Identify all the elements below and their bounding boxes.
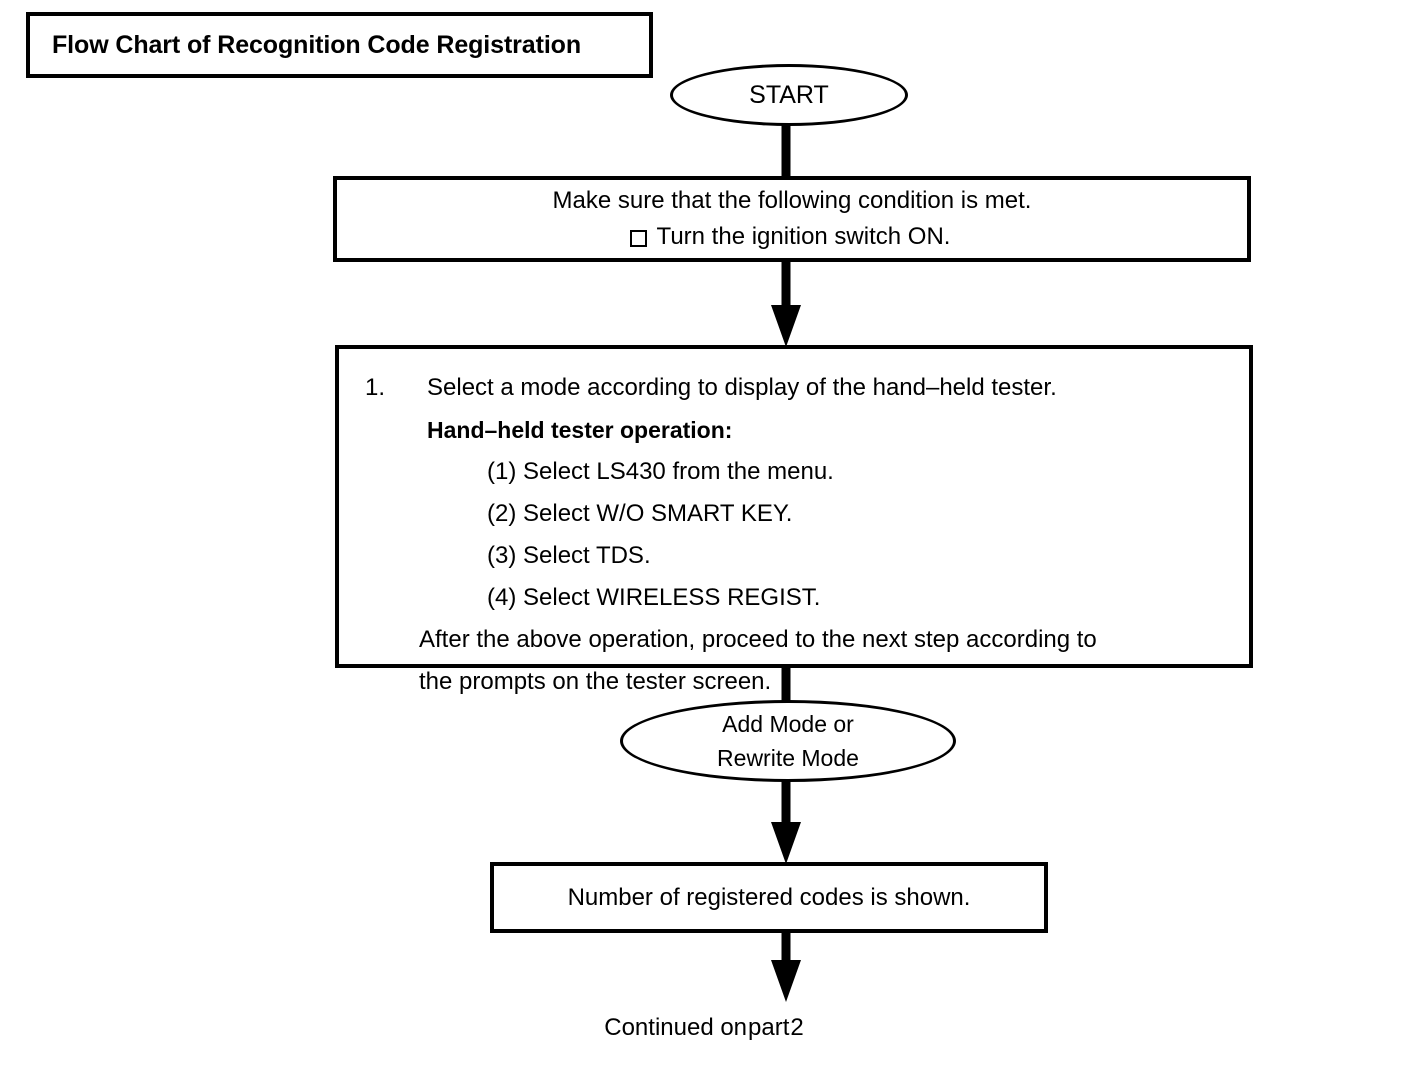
continued-note-text-1: Continued on bbox=[604, 1014, 748, 1041]
node-select-mode-tail-2: the prompts on the tester screen. bbox=[419, 668, 772, 695]
node-condition-line-2-row: Turn the ignition switch ON. bbox=[629, 219, 951, 255]
arrowhead-codes-to-continued bbox=[771, 960, 801, 1002]
node-condition: Make sure that the following condition i… bbox=[333, 176, 1251, 262]
tester-step-4: (4) Select WIRELESS REGIST. bbox=[487, 584, 821, 611]
node-select-mode-tail-1: After the above operation, proceed to th… bbox=[419, 626, 1097, 653]
node-codes-shown-label: Number of registered codes is shown. bbox=[567, 883, 971, 911]
tester-step-3: (3) Select TDS. bbox=[487, 542, 651, 569]
node-select-mode: 1. Select a mode according to display of… bbox=[335, 345, 1253, 695]
node-mode-choice-line-2: Rewrite Mode bbox=[717, 745, 859, 771]
node-condition-line-2: Turn the ignition switch ON. bbox=[656, 223, 951, 250]
arrowhead-modechoice-to-codes bbox=[771, 822, 801, 864]
chart-title-box: Flow Chart of Recognition Code Registrat… bbox=[26, 12, 653, 78]
node-condition-line-1: Make sure that the following condition i… bbox=[552, 187, 1032, 214]
step-number: 1. bbox=[365, 374, 386, 401]
node-codes-shown: Number of registered codes is shown. bbox=[490, 862, 1048, 933]
tester-operation-heading: Hand–held tester operation: bbox=[427, 417, 733, 443]
node-mode-choice-line-1: Add Mode or bbox=[722, 711, 854, 737]
continued-note-text-3: 2 bbox=[790, 1014, 804, 1041]
node-start: START bbox=[670, 64, 908, 126]
node-select-mode-step: 1. Select a mode according to display of… bbox=[339, 367, 1249, 409]
step-text: Select a mode according to display of th… bbox=[427, 374, 1057, 401]
arrowhead-condition-to-selectmode bbox=[771, 305, 801, 347]
tester-step-1: (1) Select LS430 from the menu. bbox=[487, 458, 834, 485]
page-title: Flow Chart of Recognition Code Registrat… bbox=[52, 30, 582, 59]
node-mode-choice: Add Mode or Rewrite Mode bbox=[620, 700, 956, 782]
continued-note: Continued onpart2 bbox=[0, 1014, 1408, 1042]
checkbox-icon bbox=[629, 229, 647, 247]
continued-note-text-2: part bbox=[748, 1014, 790, 1041]
node-start-label: START bbox=[749, 80, 829, 109]
tester-step-2: (2) Select W/O SMART KEY. bbox=[487, 500, 793, 527]
